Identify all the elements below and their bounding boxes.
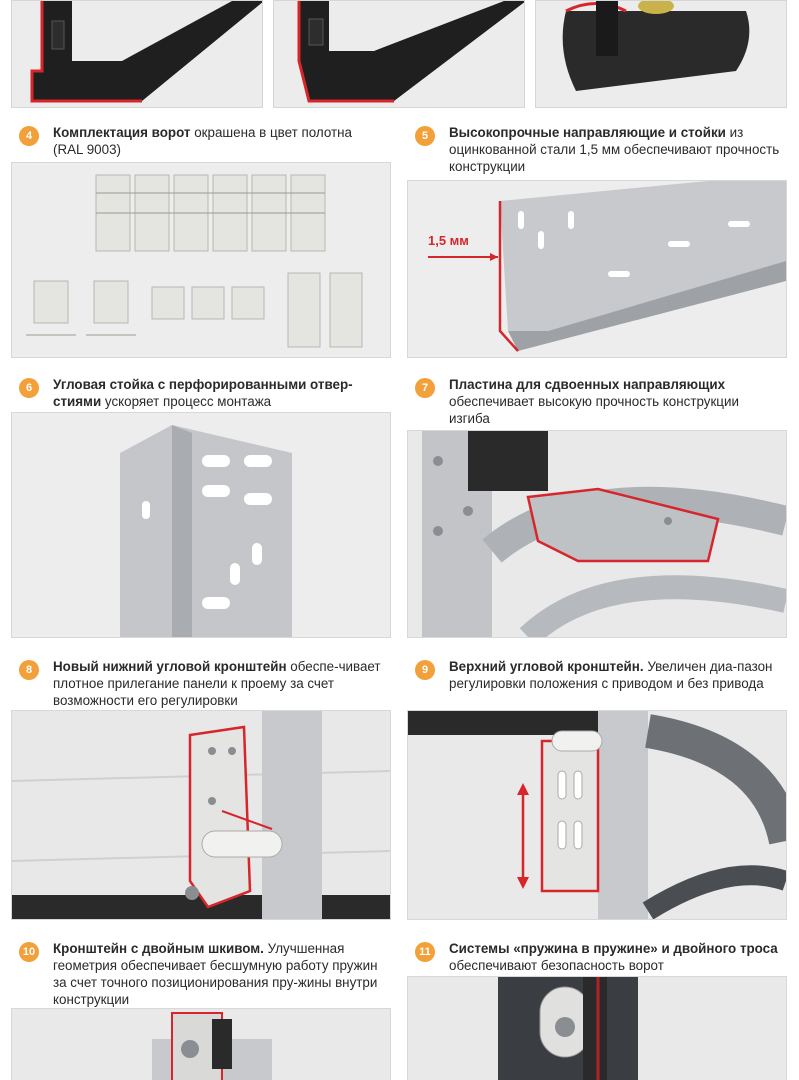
guide-rail-image: 1,5 мм — [407, 180, 787, 358]
step-badge: 4 — [19, 126, 39, 146]
card-double-track-plate: 7 Пластина для сдвоенных направляющих об… — [407, 374, 787, 638]
hardware-kit-image — [11, 162, 391, 358]
card-title: Кронштейн с двойным шкивом. Улучшенная г… — [53, 941, 378, 1007]
double-pulley-image — [11, 1008, 391, 1080]
step-badge: 10 — [19, 942, 39, 962]
thickness-label: 1,5 мм — [428, 233, 469, 248]
card-corner-post: 6 Угловая стойка с перфорированными отве… — [11, 374, 391, 638]
card-title: Пластина для сдвоенных направляющих обес… — [449, 377, 739, 426]
step-badge: 7 — [415, 378, 435, 398]
double-track-plate-image — [407, 430, 787, 638]
step-badge: 9 — [415, 660, 435, 680]
step-badge: 6 — [19, 378, 39, 398]
seal-profile-panel-3 — [535, 0, 787, 108]
card-title: Верхний угловой кронштейн. Увеличен диа-… — [449, 659, 773, 691]
card-hardware-kit: 4 Комплектация ворот окрашена в цвет пол… — [11, 122, 391, 358]
seal-profile-panel-1 — [11, 0, 263, 108]
seal-profile-panel-2 — [273, 0, 525, 108]
card-title: Высокопрочные направляющие и стойки из о… — [449, 125, 780, 174]
corner-post-image — [11, 412, 391, 638]
step-badge: 8 — [19, 660, 39, 680]
card-title: Комплектация ворот окрашена в цвет полот… — [53, 125, 352, 157]
card-spring-system: 11 Системы «пружина в пружине» и двойног… — [407, 938, 787, 1080]
step-badge: 5 — [415, 126, 435, 146]
card-top-bracket: 9 Верхний угловой кронштейн. Увеличен ди… — [407, 656, 787, 920]
card-double-pulley-bracket: 10 Кронштейн с двойным шкивом. Улучшенна… — [11, 938, 391, 1080]
step-badge: 11 — [415, 942, 435, 962]
bottom-bracket-image — [11, 710, 391, 920]
card-bottom-bracket: 8 Новый нижний угловой кронштейн обеспе-… — [11, 656, 391, 920]
card-title: Угловая стойка с перфорированными отвер-… — [53, 377, 353, 409]
top-bracket-image — [407, 710, 787, 920]
card-title: Новый нижний угловой кронштейн обеспе-чи… — [53, 659, 381, 708]
card-title: Системы «пружина в пружине» и двойного т… — [449, 941, 778, 973]
card-guide-rails: 5 Высокопрочные направляющие и стойки из… — [407, 122, 787, 358]
spring-system-image — [407, 976, 787, 1080]
